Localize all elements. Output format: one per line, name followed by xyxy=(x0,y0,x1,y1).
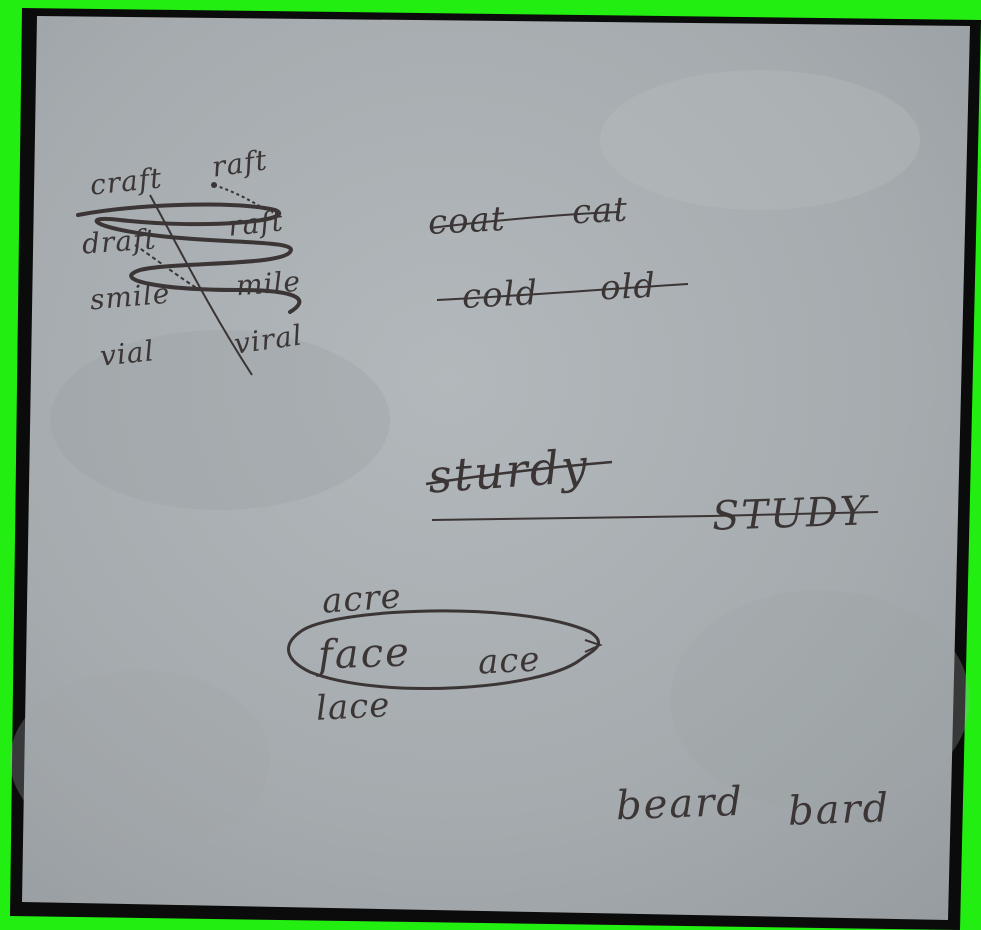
word-coat: coat xyxy=(427,199,507,243)
word-lace: lace xyxy=(315,685,392,729)
word-smile: smile xyxy=(88,276,172,317)
word-raft: raft xyxy=(226,204,286,243)
word-mile: mile xyxy=(234,264,303,303)
word-vial: vial xyxy=(98,334,156,373)
word-cat: cat xyxy=(570,189,629,233)
word-face: face xyxy=(317,629,412,679)
word-raft-top: raft xyxy=(209,143,270,184)
word-craft: craft xyxy=(88,161,164,202)
word-ace: ace xyxy=(476,639,542,683)
word-sturdy: sturdy xyxy=(426,438,591,504)
word-cold: cold xyxy=(461,273,540,317)
word-study: STUDY xyxy=(711,488,870,540)
word-acre: acre xyxy=(320,576,403,622)
word-old: old xyxy=(598,265,658,309)
word-bard: bard xyxy=(787,785,891,835)
word-beard: beard xyxy=(615,778,745,830)
word-draft: draft xyxy=(80,222,158,261)
